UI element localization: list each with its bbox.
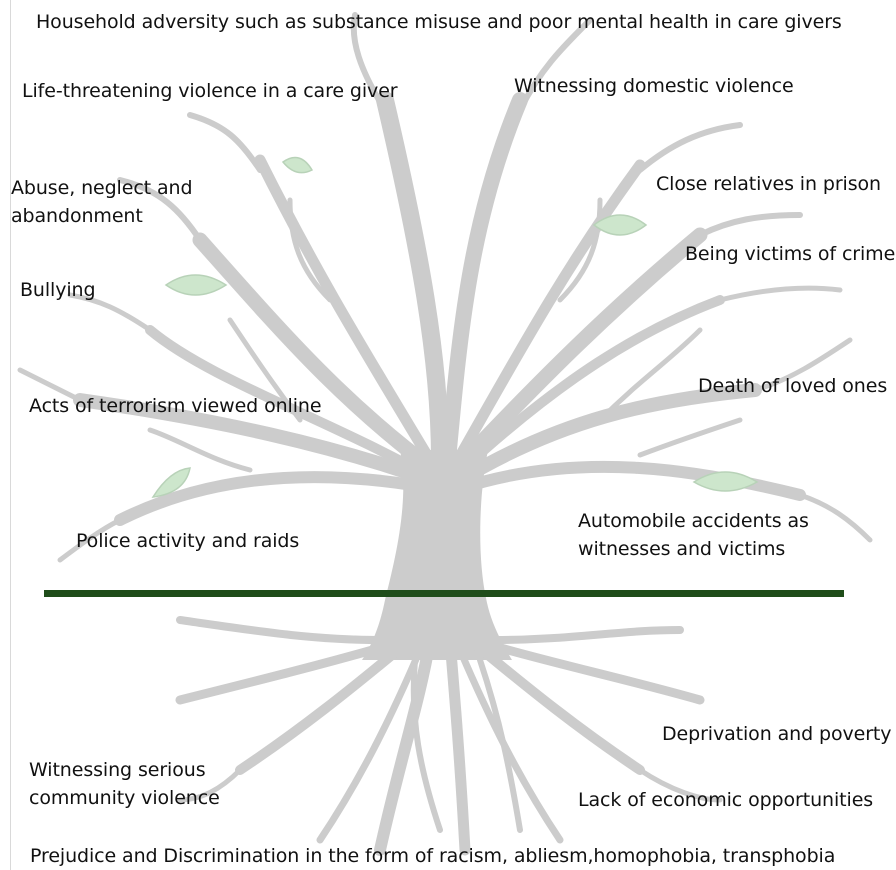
leaf-shape: [692, 471, 759, 492]
label-being-victims-crime: Being victims of crime: [685, 243, 896, 265]
label-witnessing-domestic-violence: Witnessing domestic violence: [514, 75, 794, 97]
label-abuse-neglect: Abuse, neglect and abandonment: [11, 177, 193, 227]
leaf-shape: [281, 156, 314, 174]
label-automobile-accidents: Automobile accidents as witnesses and vi…: [578, 510, 809, 560]
label-police-activity: Police activity and raids: [76, 530, 300, 552]
tree-roots: [175, 616, 723, 856]
tree-leaves: [151, 156, 759, 498]
label-deprivation-poverty: Deprivation and poverty: [662, 723, 892, 745]
label-prejudice-discrimination: Prejudice and Discrimination in the form…: [30, 845, 836, 867]
label-acts-of-terrorism: Acts of terrorism viewed online: [29, 395, 322, 417]
ground-line: [44, 590, 844, 597]
label-lack-economic-opportunities: Lack of economic opportunities: [578, 789, 874, 811]
tree-trunk: [362, 450, 512, 660]
label-bullying: Bullying: [20, 279, 96, 301]
leaf-shape: [151, 467, 191, 498]
tree-branches: [17, 12, 873, 563]
label-close-relatives-prison: Close relatives in prison: [656, 173, 881, 195]
left-border-line: [10, 0, 11, 870]
leaf-shape: [164, 274, 228, 296]
label-household-adversity: Household adversity such as substance mi…: [36, 11, 842, 33]
label-witnessing-community-violence: Witnessing serious community violence: [29, 759, 220, 809]
label-death-loved-ones: Death of loved ones: [698, 375, 888, 397]
leaf-shape: [592, 214, 648, 236]
label-life-threatening-violence: Life-threatening violence in a care give…: [22, 80, 398, 102]
